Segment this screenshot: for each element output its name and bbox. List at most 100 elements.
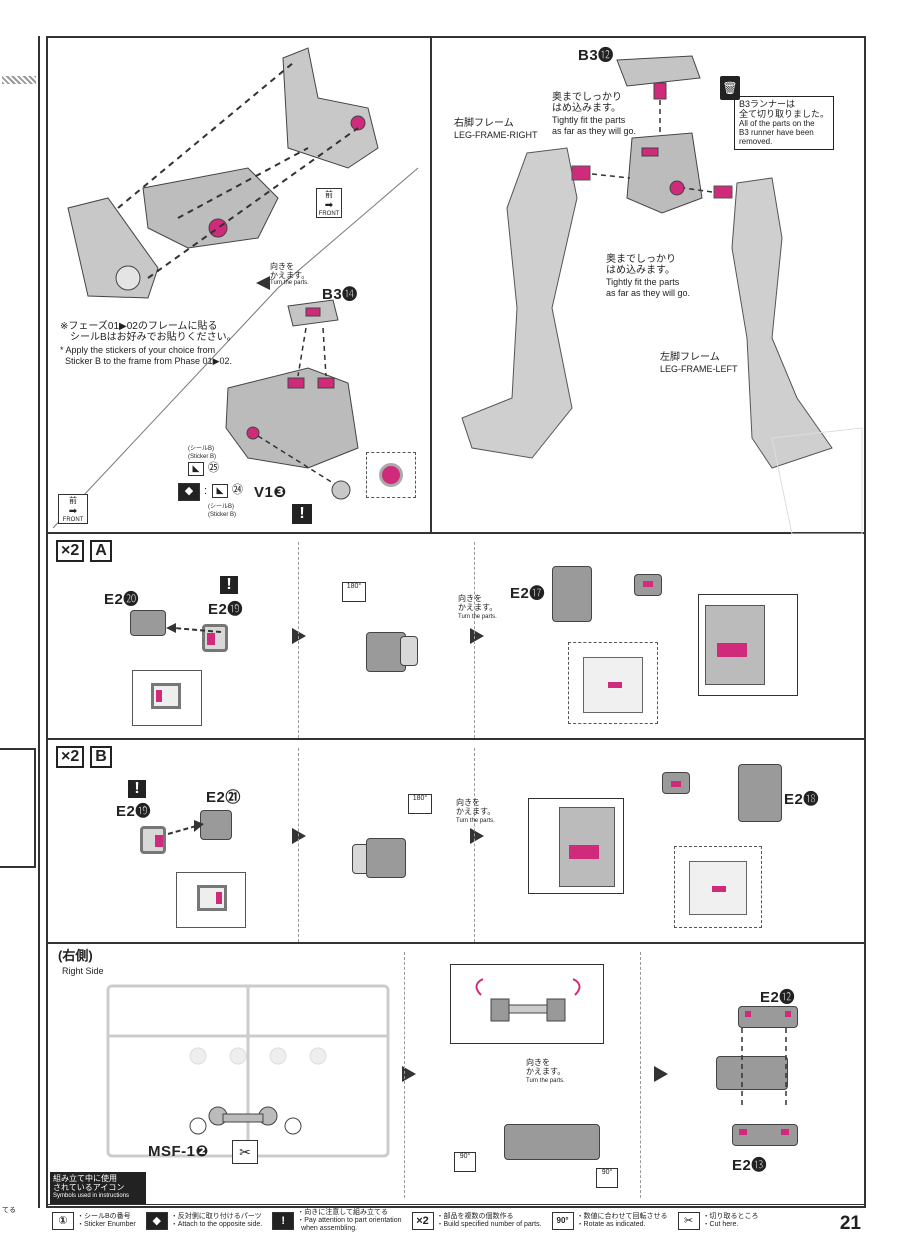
legend-rotate-jp: ・数値に合わせて回転させる (576, 1213, 668, 1220)
legend-cut: ✂ ・切り取るところ・Cut here. (677, 1212, 759, 1230)
runner-removed-box: B3ランナーは 全て切り取りました。 All of the parts on t… (734, 96, 834, 150)
step-a-header: ×2 A (56, 540, 112, 562)
sticker-b-en-2: (Sticker B) (208, 512, 237, 518)
small-part-b (662, 772, 690, 794)
step-b-letter: B (90, 746, 112, 768)
rotate-90-label-a: 90° (459, 1153, 471, 1160)
turn-note-en: Turn the parts. (458, 614, 497, 620)
cut-here-icon: ✂ (232, 1140, 258, 1164)
step-b-panel: ×2 B ! E2⓳ E2㉑ 180° 向きを かえます。 Turn the p… (48, 742, 864, 944)
turn-note-jp: 向きを かえます。 (458, 594, 498, 612)
small-part-a (634, 574, 662, 596)
trash-icon: 🗑 (720, 76, 740, 100)
right-leg-label-en: LEG-FRAME-RIGHT (454, 130, 538, 140)
step-a-letter: A (90, 540, 112, 562)
part-e2-17: E2⓱ (510, 585, 545, 602)
legend-multiple-jp: ・部品を複数の個数作る (436, 1213, 514, 1220)
dash-lines-right (741, 1028, 787, 1106)
rotate-icon: 90° (551, 1212, 574, 1230)
legend-cut-jp: ・切り取るところ (702, 1213, 759, 1220)
next-step-arrow (292, 628, 306, 644)
msf-1-2-part (189, 1106, 302, 1135)
part-msf-1-2: MSF-1❷ (148, 1143, 209, 1160)
legend-opposite-jp: ・反対側に取り付けるパーツ (170, 1213, 262, 1220)
rotate-180-label: 180° (412, 795, 428, 802)
left-leg-label-jp: 左脚フレーム (660, 352, 720, 363)
opposite-side-icon: ◆ (178, 483, 200, 501)
e2-17-part (552, 566, 592, 622)
frame-left-piece (67, 197, 159, 299)
rotate-180-icon: 180° (342, 582, 366, 602)
next-step-arrow (402, 1066, 416, 1082)
part-e2-19: E2⓳ (208, 601, 243, 618)
icons-used-jp: 組み立て中に使用 されているアイコン (53, 1174, 125, 1192)
front-en-2: FRONT (62, 517, 84, 523)
detail-inset (366, 452, 416, 498)
turn-note-jp: 向きを かえます。 (270, 262, 310, 280)
part-e2-18: E2⓲ (784, 791, 819, 808)
sticker-b-jp: (シールB) (188, 446, 214, 452)
frame-right-piece (282, 47, 379, 169)
legend-sticker: ① ・シールBの番号・Sticker Enumber (52, 1212, 136, 1230)
legend-multiple-en: ・Build specified number of parts. (436, 1221, 542, 1228)
right-side-title-jp: (右側) (58, 948, 93, 963)
e2-13-part (732, 1124, 798, 1146)
legend-opposite-en: ・Attach to the opposite side. (170, 1221, 263, 1228)
turn-note-en: Turn the parts. (456, 818, 495, 824)
legend-sticker-jp: ・シールBの番号 (77, 1213, 131, 1220)
right-side-title-en: Right Side (62, 966, 104, 976)
rotate-90-label-b: 90° (601, 1169, 613, 1176)
detail-inset-a (132, 670, 202, 726)
right-side-panel: (右側) Right Side MSF-1❷ ✂ (48, 946, 864, 1204)
e2-20-part (130, 610, 166, 636)
runner-note-en: All of the parts on the B3 runner have b… (739, 119, 815, 146)
sticker-24: ㉔ (232, 484, 243, 496)
turn-note-jp: 向きを かえます。 (456, 798, 496, 816)
b3-12-part (616, 55, 701, 100)
detail-inset-b (176, 872, 246, 928)
legend-cut-en: ・Cut here. (702, 1221, 739, 1228)
cut-here-icon: ✂ (677, 1212, 700, 1230)
opposite-side-icon: ◆ (145, 1212, 168, 1230)
folded-part (504, 1124, 600, 1160)
icons-used-en: Symbols used in instructions (53, 1193, 130, 1199)
multiply-2-badge: ×2 (56, 540, 85, 562)
rotate-90-icon-a: 90° (454, 1152, 476, 1172)
part-e2-21: E2㉑ (206, 789, 241, 806)
sticker-25: ㉕ (208, 462, 219, 474)
runner-note-jp: B3ランナーは 全て切り取りました。 (739, 99, 830, 119)
rotated-part-a (366, 632, 406, 672)
part-b3-12: B3⓬ (578, 47, 614, 64)
v1-3-part (331, 480, 351, 500)
left-page-edge (0, 36, 40, 1208)
part-e2-12: E2⓬ (760, 989, 795, 1006)
legend-rotate: 90° ・数値に合わせて回転させる・Rotate as indicated. (551, 1212, 668, 1230)
spread-inset (450, 964, 604, 1044)
icon-legend: ① ・シールBの番号・Sticker Enumber ◆ ・反対側に取り付けるパ… (46, 1204, 866, 1237)
rotate-180-icon: 180° (408, 794, 432, 814)
legend-caution: ! ・向きに注意して組み立てる・Pay attention to part or… (272, 1209, 402, 1233)
right-leg-label-jp: 右脚フレーム (454, 118, 514, 129)
spread-illustration (475, 978, 581, 1022)
sticker-number-icon: ① (52, 1212, 74, 1230)
caution-icon: ! (292, 504, 312, 524)
icons-used-label: 組み立て中に使用 されているアイコン Symbols used in instr… (50, 1172, 146, 1204)
legend-caution-jp: ・向きに注意して組み立てる (297, 1209, 388, 1216)
edge-decoration (2, 76, 36, 84)
sticker-colon: : (204, 485, 208, 497)
part-e2-19: E2⓳ (116, 803, 151, 820)
next-step-arrow-2 (654, 1066, 668, 1082)
fit-note-jp-2: 奥までしっかり はめ込みます。 (606, 254, 676, 276)
e2-12-part (738, 1006, 798, 1028)
right-leg-frame (461, 147, 591, 459)
sticker-icon-2: ◣ (212, 484, 228, 498)
assembly-arrow-b1 (167, 820, 204, 835)
turn-note-jp: 向きを かえます。 (526, 1058, 566, 1076)
step-b-header: ×2 B (56, 746, 112, 768)
turn-note-en: Turn the parts. (526, 1078, 565, 1084)
phase1-illustration (52, 47, 419, 529)
legend-sticker-en: ・Sticker Enumber (77, 1221, 136, 1228)
front-en: FRONT (318, 211, 340, 217)
page-frame (46, 36, 866, 1208)
phase1-panel: 向きを かえます。 Turn the parts. 前 ➡ FRONT B3⓮ … (48, 38, 432, 534)
